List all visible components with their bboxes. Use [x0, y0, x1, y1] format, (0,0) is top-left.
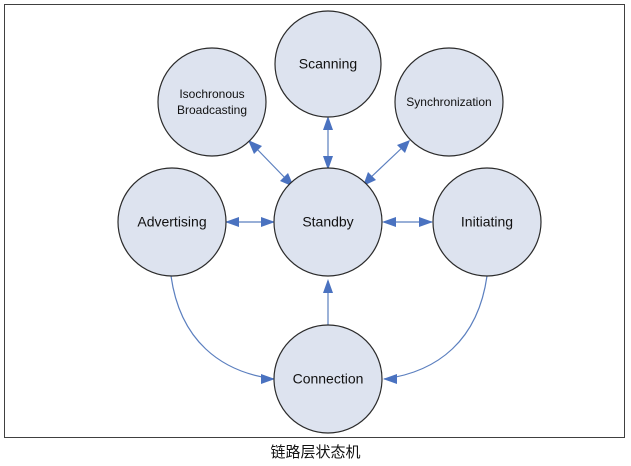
node-isochronous-label-line1: Isochronous — [179, 87, 244, 101]
arrowhead-standby-from-scanning — [323, 156, 333, 170]
node-isochronous-broadcasting: Isochronous Broadcasting — [157, 47, 267, 157]
arrowhead-standby-from-connection — [323, 279, 333, 293]
edge-standby-synchronization — [367, 144, 406, 181]
edge-initiating-connection — [383, 275, 488, 380]
arrowhead-scanning — [323, 116, 333, 130]
arrowhead-initiating — [419, 217, 433, 227]
edge-advertising-connection — [170, 275, 275, 380]
arrowhead-advertising — [225, 217, 239, 227]
node-isochronous-label-line2: Broadcasting — [177, 103, 247, 117]
node-initiating: Initiating — [432, 167, 542, 277]
node-advertising-label: Advertising — [137, 214, 206, 230]
arrowhead-standby-from-synchronization — [363, 172, 376, 186]
node-synchronization: Synchronization — [394, 47, 504, 157]
arrowhead-standby-from-initiating — [382, 217, 396, 227]
node-initiating-label: Initiating — [461, 214, 513, 230]
arrowhead-connection-from-advertising — [261, 374, 275, 384]
node-standby: Standby — [273, 167, 383, 277]
node-connection-label: Connection — [293, 371, 364, 387]
node-scanning: Scanning — [274, 10, 382, 118]
node-standby-label: Standby — [302, 214, 353, 230]
edge-standby-isochronous — [254, 146, 288, 181]
node-synchronization-label: Synchronization — [406, 95, 491, 109]
node-scanning-label: Scanning — [299, 56, 357, 72]
arrowhead-connection-from-initiating — [383, 374, 397, 384]
figure-caption: 链路层状态机 — [270, 443, 361, 461]
node-connection: Connection — [273, 324, 383, 434]
arrowhead-synchronization — [397, 140, 410, 153]
node-advertising: Advertising — [117, 167, 227, 277]
arrowhead-standby-from-advertising — [261, 217, 275, 227]
arrowhead-isochronous — [248, 140, 262, 154]
